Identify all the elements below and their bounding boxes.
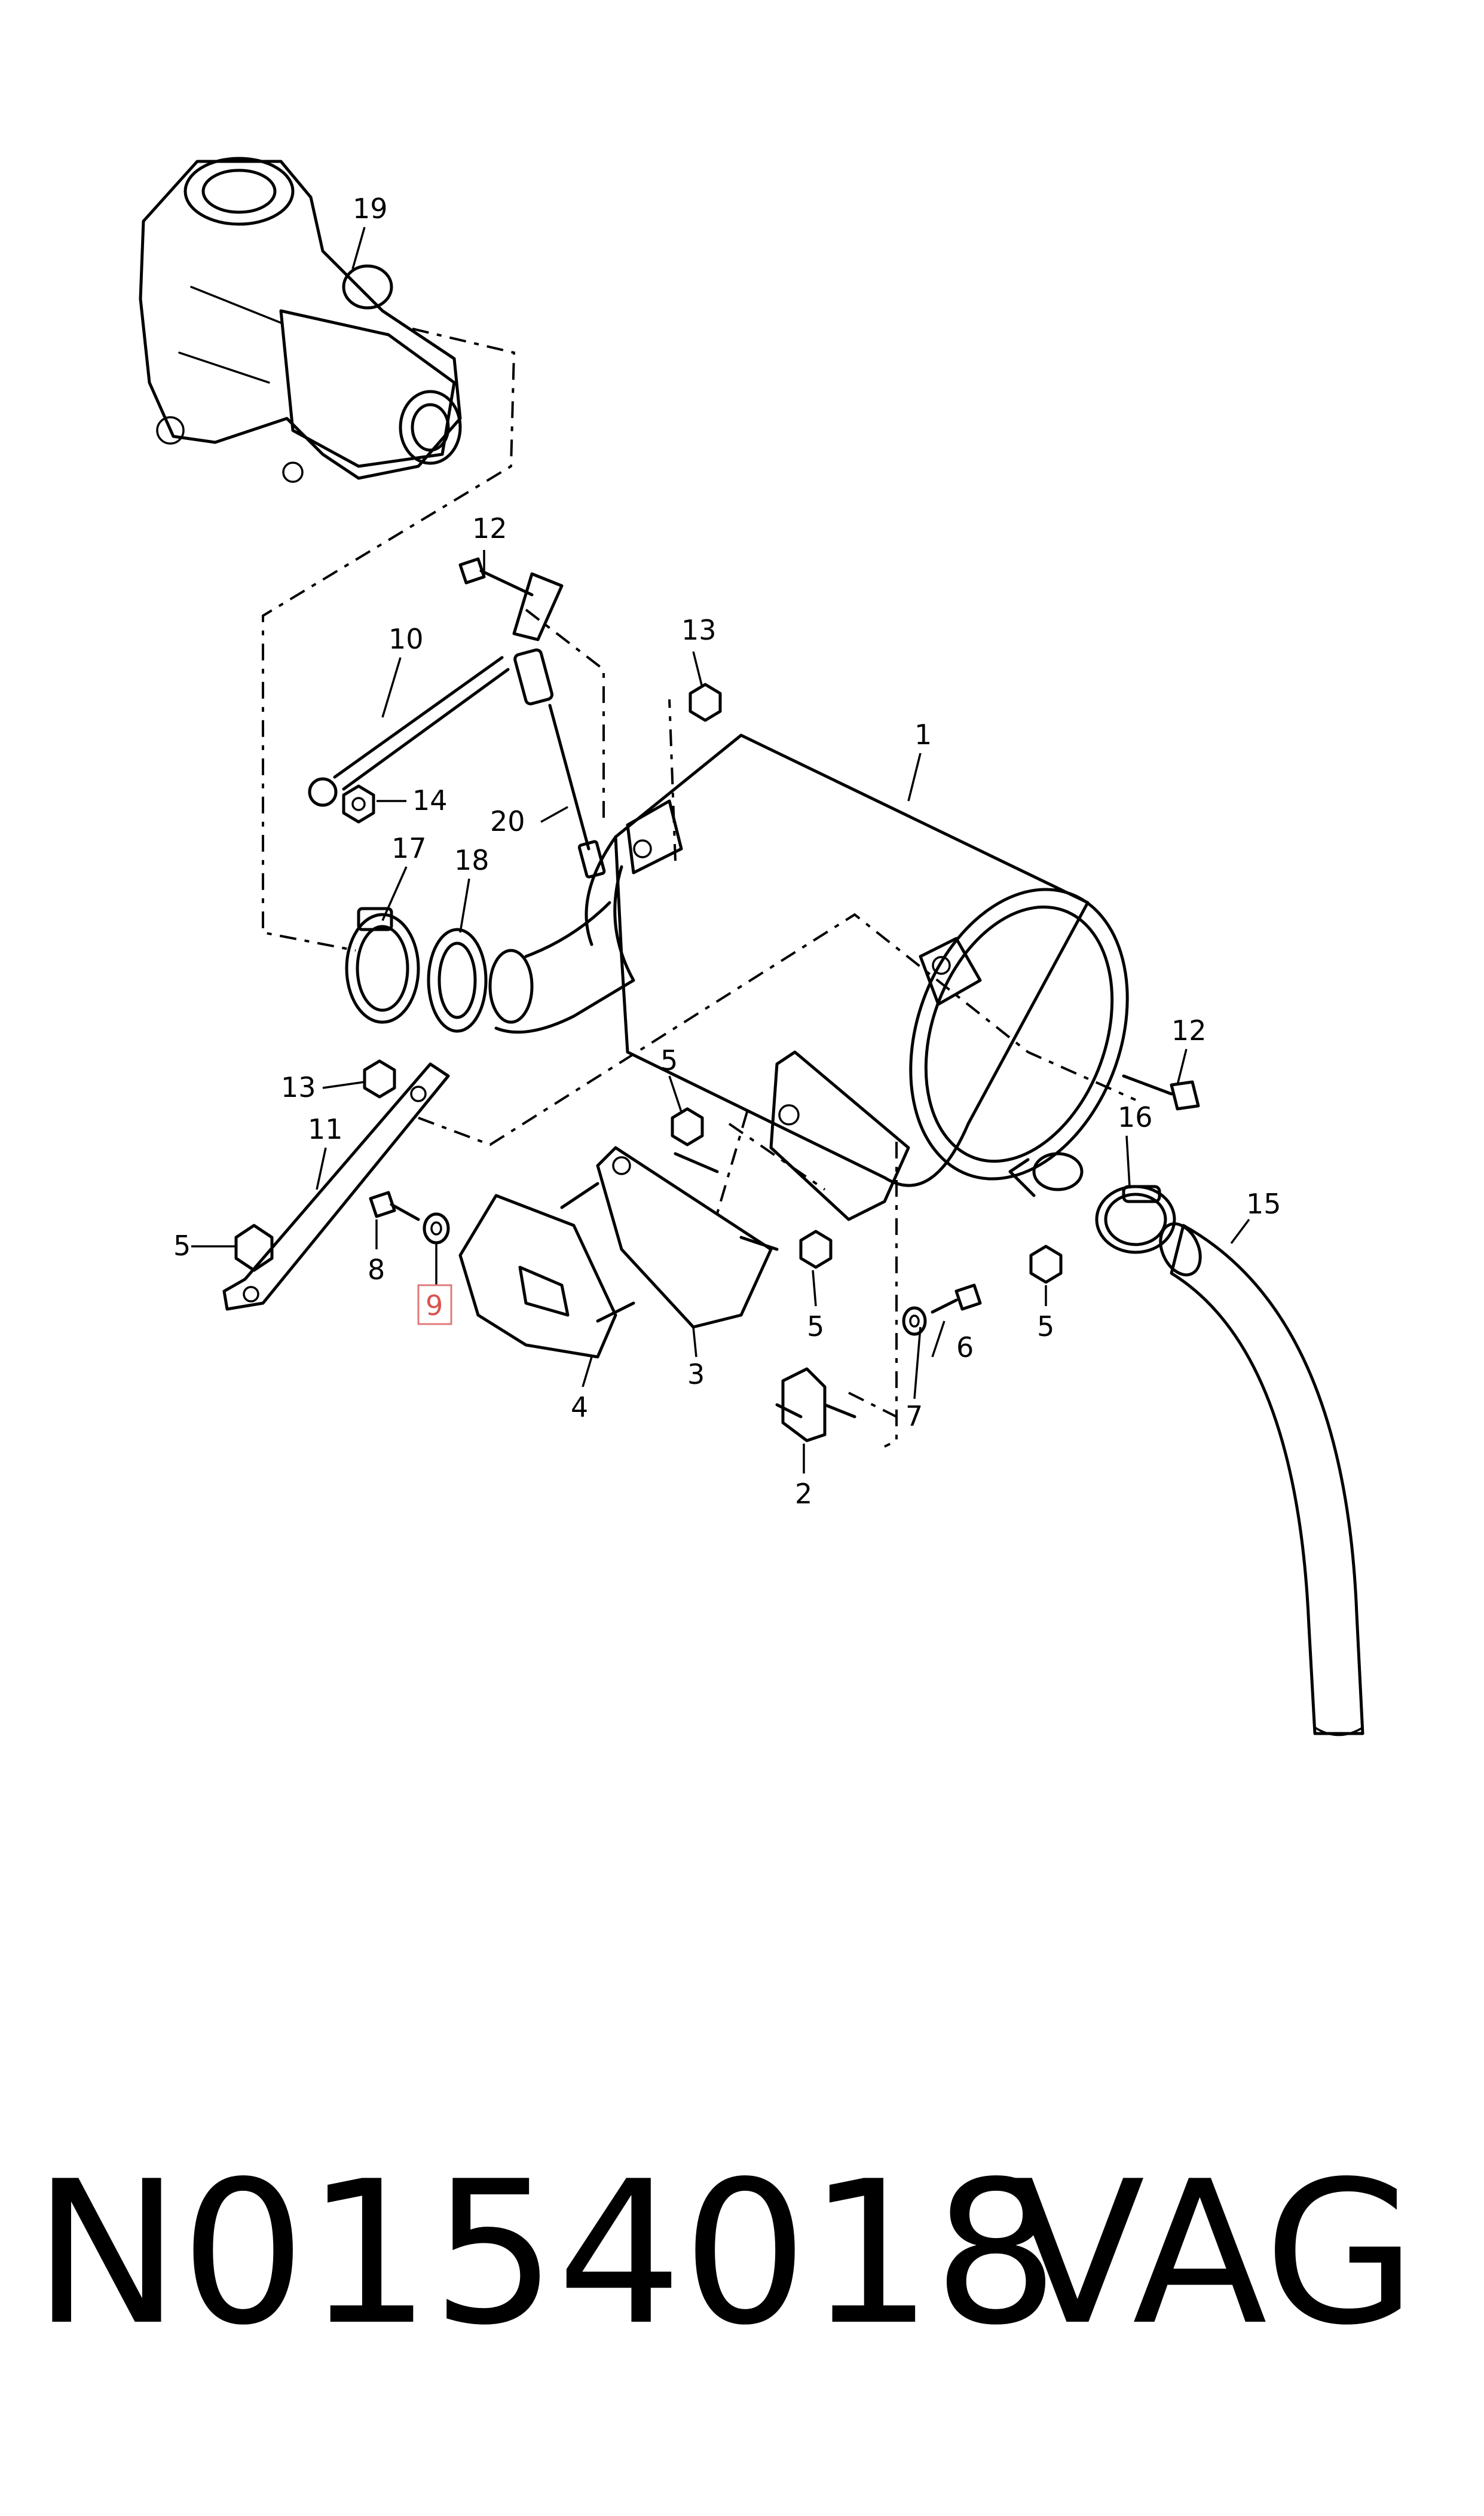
filter-mounting-bracket [769, 1050, 910, 1221]
callout-5-right: 5 [1037, 1310, 1054, 1343]
callout-19: 19 [353, 192, 388, 225]
callout-12-upper: 12 [472, 512, 507, 545]
brand-name: VAG [1010, 2139, 1417, 2368]
part-18-gasket [427, 928, 488, 1033]
part-5-nut-bracket [799, 1230, 833, 1269]
callout-8: 8 [368, 1254, 385, 1286]
callout-17: 17 [391, 832, 427, 864]
callout-10: 10 [388, 623, 424, 655]
part-16-clamp [1095, 1185, 1176, 1254]
callout-5-bracket: 5 [807, 1310, 824, 1343]
part-8-bolt [369, 1191, 420, 1221]
callout-13-upper: 13 [681, 614, 717, 646]
callout-leaders [191, 227, 1250, 1473]
part-13-nut-upper [689, 683, 722, 722]
callout-4: 4 [571, 1391, 588, 1423]
part-4-mounting-bracket [458, 1182, 635, 1359]
part-12-bolt-upper [458, 557, 564, 641]
part-10-stud [308, 656, 510, 807]
callout-9-highlight [417, 1284, 452, 1325]
part-19-egr-housing [139, 157, 462, 483]
part-15-exhaust-hose [1159, 1222, 1364, 1737]
part-2-rubber-mount [775, 1367, 856, 1442]
callout-20: 20 [490, 805, 525, 837]
callout-5-centre: 5 [660, 1044, 678, 1077]
callout-2: 2 [795, 1478, 812, 1510]
part-13-nut-lower [363, 1059, 396, 1099]
callout-14: 14 [412, 784, 448, 817]
part-17-band-clamp [345, 907, 420, 1024]
part-5-nut-left [234, 1224, 274, 1272]
callout-5-left: 5 [173, 1230, 191, 1262]
part-7-washer [902, 1306, 927, 1336]
assembly-dashed-lines [262, 328, 1136, 1448]
part-number: N0154018 [33, 2139, 1059, 2368]
callout-15: 15 [1246, 1188, 1281, 1220]
callout-11: 11 [308, 1113, 343, 1145]
part-11-bracket [222, 1062, 450, 1311]
part-9-washer [423, 1212, 450, 1245]
callout-9: 9 [426, 1289, 443, 1322]
callout-13-lower: 13 [281, 1071, 316, 1103]
callout-18: 18 [454, 844, 489, 876]
part-1-particle-filter [488, 733, 1129, 1197]
part-6-bolt [931, 1283, 982, 1314]
part-5-nut-right [1029, 1245, 1063, 1284]
callout-1: 1 [914, 719, 932, 751]
callout-labels: 19 12 10 13 1 14 20 17 18 12 13 11 5 16 … [173, 192, 1281, 1510]
callout-6: 6 [956, 1331, 974, 1364]
callout-7: 7 [905, 1400, 923, 1432]
callout-12-right: 12 [1171, 1014, 1207, 1047]
part-12-bolt-right [1122, 1074, 1200, 1111]
part-14-nut [342, 784, 375, 824]
part-3-support-bracket [596, 1146, 779, 1329]
part-5-nut-centre [671, 1107, 704, 1147]
part-20-temperature-sensor [513, 648, 606, 879]
callout-16: 16 [1118, 1101, 1153, 1133]
callout-3: 3 [687, 1358, 705, 1390]
